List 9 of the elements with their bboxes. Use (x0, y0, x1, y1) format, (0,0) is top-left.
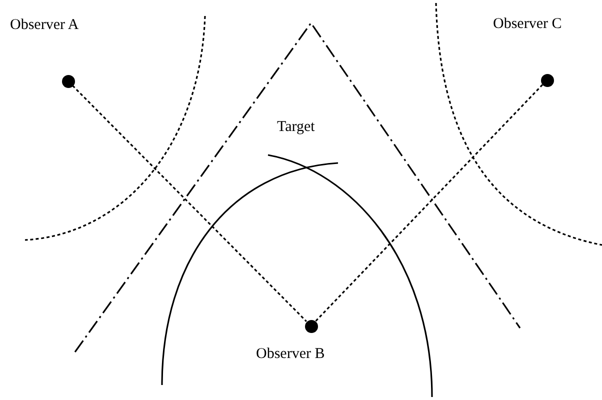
observer-label: Observer B (256, 346, 325, 363)
observer-label: Observer C (493, 16, 562, 33)
observer-dot (62, 74, 74, 88)
sight-line (314, 84, 544, 322)
observer-dot (540, 74, 554, 86)
observer-label: Observer A (10, 17, 79, 34)
target-label: Target (277, 119, 315, 136)
observer-dot (304, 320, 318, 332)
sight-line (72, 85, 307, 322)
